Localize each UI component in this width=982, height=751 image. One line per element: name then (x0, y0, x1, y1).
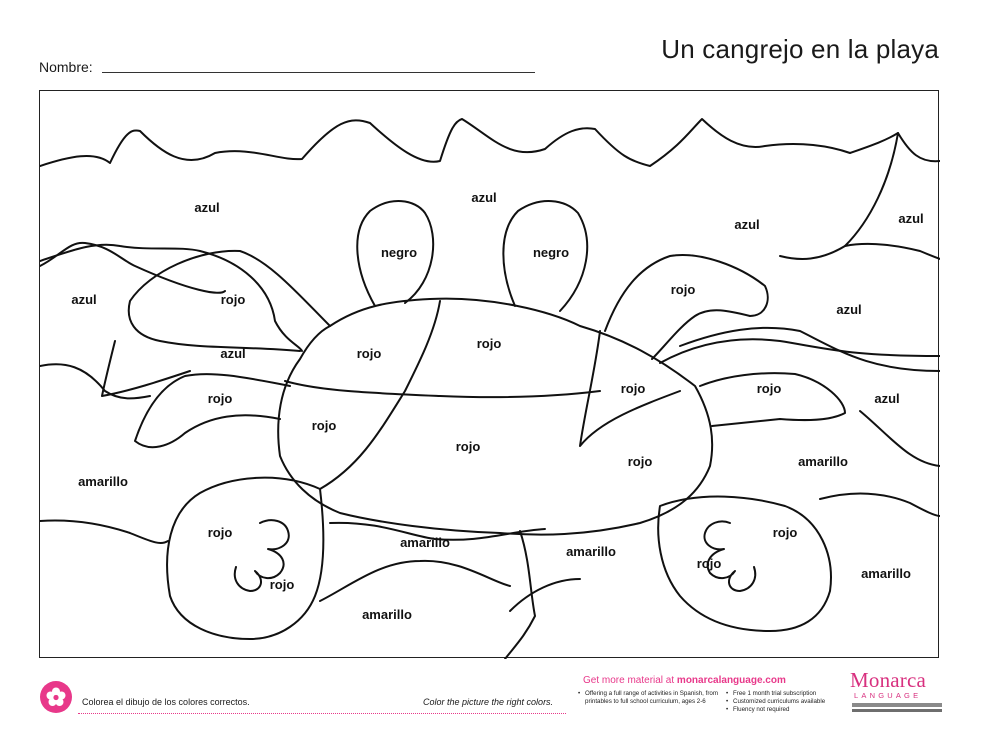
label-amarillo-1: amarillo (78, 474, 128, 489)
wave-right-6 (819, 492, 940, 517)
label-amarillo-3: amarillo (400, 535, 450, 550)
label-rojo-6: rojo (757, 381, 782, 396)
wave-low-2 (319, 559, 511, 602)
shell (277, 297, 714, 536)
logo-subtitle: LANGUAGE (854, 691, 922, 700)
coloring-frame: azul azul azul azul azul azul azul azul … (39, 90, 940, 659)
logo-bar (852, 703, 942, 707)
label-layer: azul azul azul azul azul azul azul azul … (71, 190, 923, 622)
label-azul-4: azul (898, 211, 923, 226)
tail (504, 530, 536, 659)
label-rojo-4: rojo (357, 346, 382, 361)
name-line[interactable] (102, 72, 535, 73)
claw-left-teeth (233, 519, 290, 592)
wave-left-2 (40, 363, 151, 400)
promo-bullet: Free 1 month trial subscription (726, 690, 841, 698)
leg-upper-right (604, 254, 769, 360)
label-amarillo-4: amarillo (566, 544, 616, 559)
claw-right (657, 495, 832, 632)
promo-heading: Get more material at monarcalanguage.com (583, 675, 786, 686)
shell-div-3 (579, 330, 681, 447)
label-amarillo-2: amarillo (798, 454, 848, 469)
leg-mid-right (699, 372, 846, 427)
leg-upper-left-2 (101, 340, 191, 397)
label-azul-1: azul (194, 200, 219, 215)
label-azul-8: azul (874, 391, 899, 406)
wave-left-3 (40, 519, 169, 544)
label-azul-3: azul (734, 217, 759, 232)
label-azul-2: azul (471, 190, 496, 205)
shell-div-1 (319, 300, 441, 490)
label-rojo-2: rojo (671, 282, 696, 297)
label-rojo-5: rojo (621, 381, 646, 396)
promo-site-link[interactable]: monarcalanguage.com (676, 675, 786, 686)
promo-bullets-left: Offering a full range of activities in S… (578, 690, 718, 706)
label-rojo-7: rojo (208, 391, 233, 406)
monarca-logo: Monarca LANGUAGE (850, 668, 942, 718)
label-azul-7: azul (220, 346, 245, 361)
logo-bar (852, 709, 942, 712)
eye-right (502, 200, 589, 312)
claw-left (166, 476, 325, 640)
promo-bullet: Customized curriculums available (726, 698, 841, 706)
label-rojo-9: rojo (456, 439, 481, 454)
label-rojo-10: rojo (628, 454, 653, 469)
wave-low-3 (509, 578, 581, 612)
promo-bullet: Offering a full range of activities in S… (578, 690, 718, 706)
label-rojo-3: rojo (477, 336, 502, 351)
instruction-english: Color the picture the right colors. (423, 697, 554, 707)
eye-left (356, 200, 435, 307)
label-rojo-8: rojo (312, 418, 337, 433)
dotted-divider (78, 713, 566, 714)
wave-right-4 (679, 326, 940, 372)
label-amarillo-6: amarillo (362, 607, 412, 622)
label-negro-1: negro (381, 245, 417, 260)
leg-upper-left (127, 249, 331, 352)
wave-left-4 (40, 243, 303, 352)
name-label: Nombre: (39, 59, 93, 75)
leg-mid-left (134, 373, 291, 449)
wave-low-1 (329, 521, 546, 541)
label-rojo-1: rojo (221, 292, 246, 307)
promo-prefix: Get more material at (583, 675, 677, 686)
instruction-spanish: Colorea el dibujo de los colores correct… (82, 697, 250, 707)
promo-bullets-right: Free 1 month trial subscription Customiz… (726, 690, 841, 714)
wave-right-5 (859, 410, 940, 467)
promo-bullet: Fluency not required (726, 706, 841, 714)
wave-right-2 (844, 242, 940, 260)
label-rojo-13: rojo (270, 577, 295, 592)
label-amarillo-5: amarillo (861, 566, 911, 581)
label-rojo-12: rojo (773, 525, 798, 540)
label-rojo-14: rojo (697, 556, 722, 571)
claw-right-teeth (703, 520, 757, 592)
wave-left-1 (40, 241, 226, 294)
label-rojo-11: rojo (208, 525, 233, 540)
wave-top (40, 118, 940, 167)
label-negro-2: negro (533, 245, 569, 260)
label-azul-5: azul (71, 292, 96, 307)
page-title: Un cangrejo en la playa (661, 34, 939, 64)
wave-right-3 (659, 338, 940, 364)
label-azul-6: azul (836, 302, 861, 317)
logo-wordmark: Monarca (850, 668, 927, 692)
shell-div-2 (284, 380, 601, 399)
crab-drawing (40, 118, 940, 659)
flower-icon (40, 681, 72, 713)
wave-right-1 (779, 132, 899, 260)
